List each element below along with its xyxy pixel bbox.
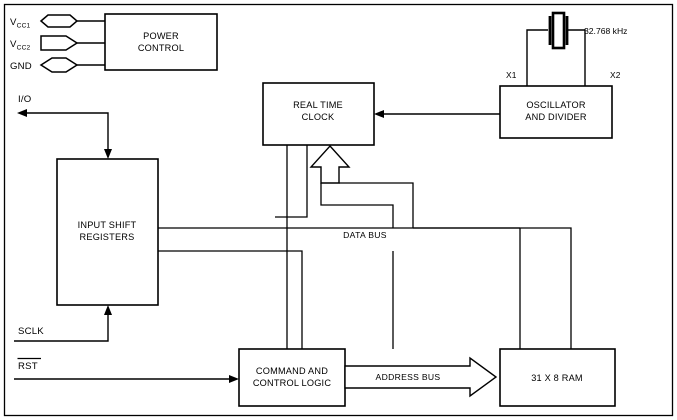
pin-gnd-label: GND xyxy=(10,61,32,72)
bus-data-lower-to-logic xyxy=(158,250,303,349)
pin-gnd-shape xyxy=(39,57,79,73)
block-command-control-logic-line1: COMMAND AND xyxy=(256,366,328,376)
arrowhead-oscillator-to-rtc xyxy=(374,110,384,118)
block-input-shift-registers xyxy=(56,158,159,306)
block-command-control-logic-line2: CONTROL LOGIC xyxy=(253,378,331,388)
pin-sclk-label: SCLK xyxy=(18,326,44,337)
wire-sclk xyxy=(14,311,109,342)
arrowhead-io-into-registers xyxy=(104,149,112,159)
block-real-time-clock xyxy=(262,82,375,146)
wire-io xyxy=(22,112,109,153)
crystal-terminal-x2-label: X2 xyxy=(610,70,621,80)
block-ram-label: 31 X 8 RAM xyxy=(531,373,583,383)
diagram-frame xyxy=(3,3,674,417)
crystal-frequency-label: 32.768 kHz xyxy=(584,26,627,36)
block-oscillator-line2: AND DIVIDER xyxy=(525,112,587,122)
arrowhead-io-out xyxy=(17,109,27,117)
crystal-body xyxy=(551,11,566,50)
block-oscillator xyxy=(499,85,613,139)
pin-vcc1-shape xyxy=(39,14,79,28)
block-input-shift-registers-line2: REGISTERS xyxy=(80,232,135,242)
bus-label-data: DATA BUS xyxy=(343,230,387,240)
bus-rtc-down-right xyxy=(275,145,308,218)
block-real-time-clock-line2: CLOCK xyxy=(302,112,335,122)
block-power-control xyxy=(104,13,218,71)
crystal-lead-right xyxy=(568,29,586,86)
block-ram xyxy=(499,348,616,407)
pin-vcc1-label: VCC1 xyxy=(10,17,31,30)
bus-label-address: ADDRESS BUS xyxy=(376,372,441,382)
bus-data-upper-right-trunk xyxy=(158,227,572,349)
arrowhead-sclk-into-registers xyxy=(104,305,112,315)
crystal-lead-left xyxy=(526,29,548,86)
pin-rst-label: RST xyxy=(18,361,38,372)
bus-arrow-address-to-ram xyxy=(344,356,498,398)
bus-arrow-into-rtc xyxy=(309,144,351,184)
block-input-shift-registers-line1: INPUT SHIFT xyxy=(78,220,137,230)
block-power-control-line2: CONTROL xyxy=(138,43,184,53)
block-power-control-line1: POWER xyxy=(143,31,179,41)
arrowhead-rst-into-logic xyxy=(229,375,239,383)
pin-vcc2-label: VCC2 xyxy=(10,39,31,52)
block-oscillator-line1: OSCILLATOR xyxy=(526,100,586,110)
pin-vcc2-shape xyxy=(40,35,79,51)
pin-io-label: I/O xyxy=(18,94,31,105)
bus-arrow-shaft-outer xyxy=(339,182,414,228)
bus-arrow-shaft-inner xyxy=(320,183,394,228)
block-real-time-clock-line1: REAL TIME xyxy=(293,100,343,110)
crystal-terminal-x1-label: X1 xyxy=(506,70,517,80)
